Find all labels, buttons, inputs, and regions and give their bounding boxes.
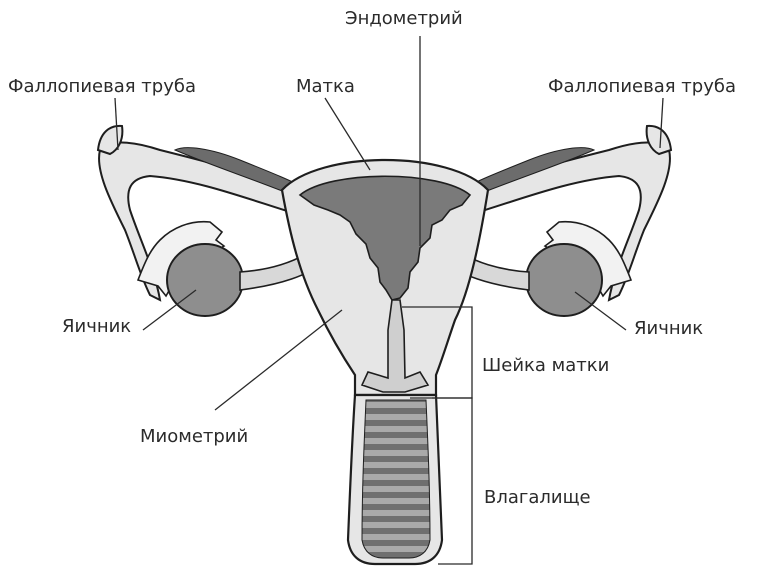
- label-myometrium: Миометрий: [140, 426, 248, 448]
- label-cervix: Шейка матки: [482, 355, 609, 377]
- label-fallopian-tube-right: Фаллопиевая труба: [548, 76, 736, 98]
- ovary-right: [526, 244, 602, 316]
- label-uterus: Матка: [296, 76, 355, 98]
- label-endometrium: Эндометрий: [345, 8, 463, 30]
- leader-myometrium: [215, 310, 342, 410]
- label-ovary-right: Яичник: [634, 318, 703, 340]
- vagina-rugae: [362, 400, 430, 558]
- label-vagina: Влагалище: [484, 487, 591, 509]
- leader-uterus: [325, 98, 370, 170]
- ovary-left: [167, 244, 243, 316]
- label-ovary-left: Яичник: [62, 316, 131, 338]
- label-fallopian-tube-left: Фаллопиевая труба: [8, 76, 196, 98]
